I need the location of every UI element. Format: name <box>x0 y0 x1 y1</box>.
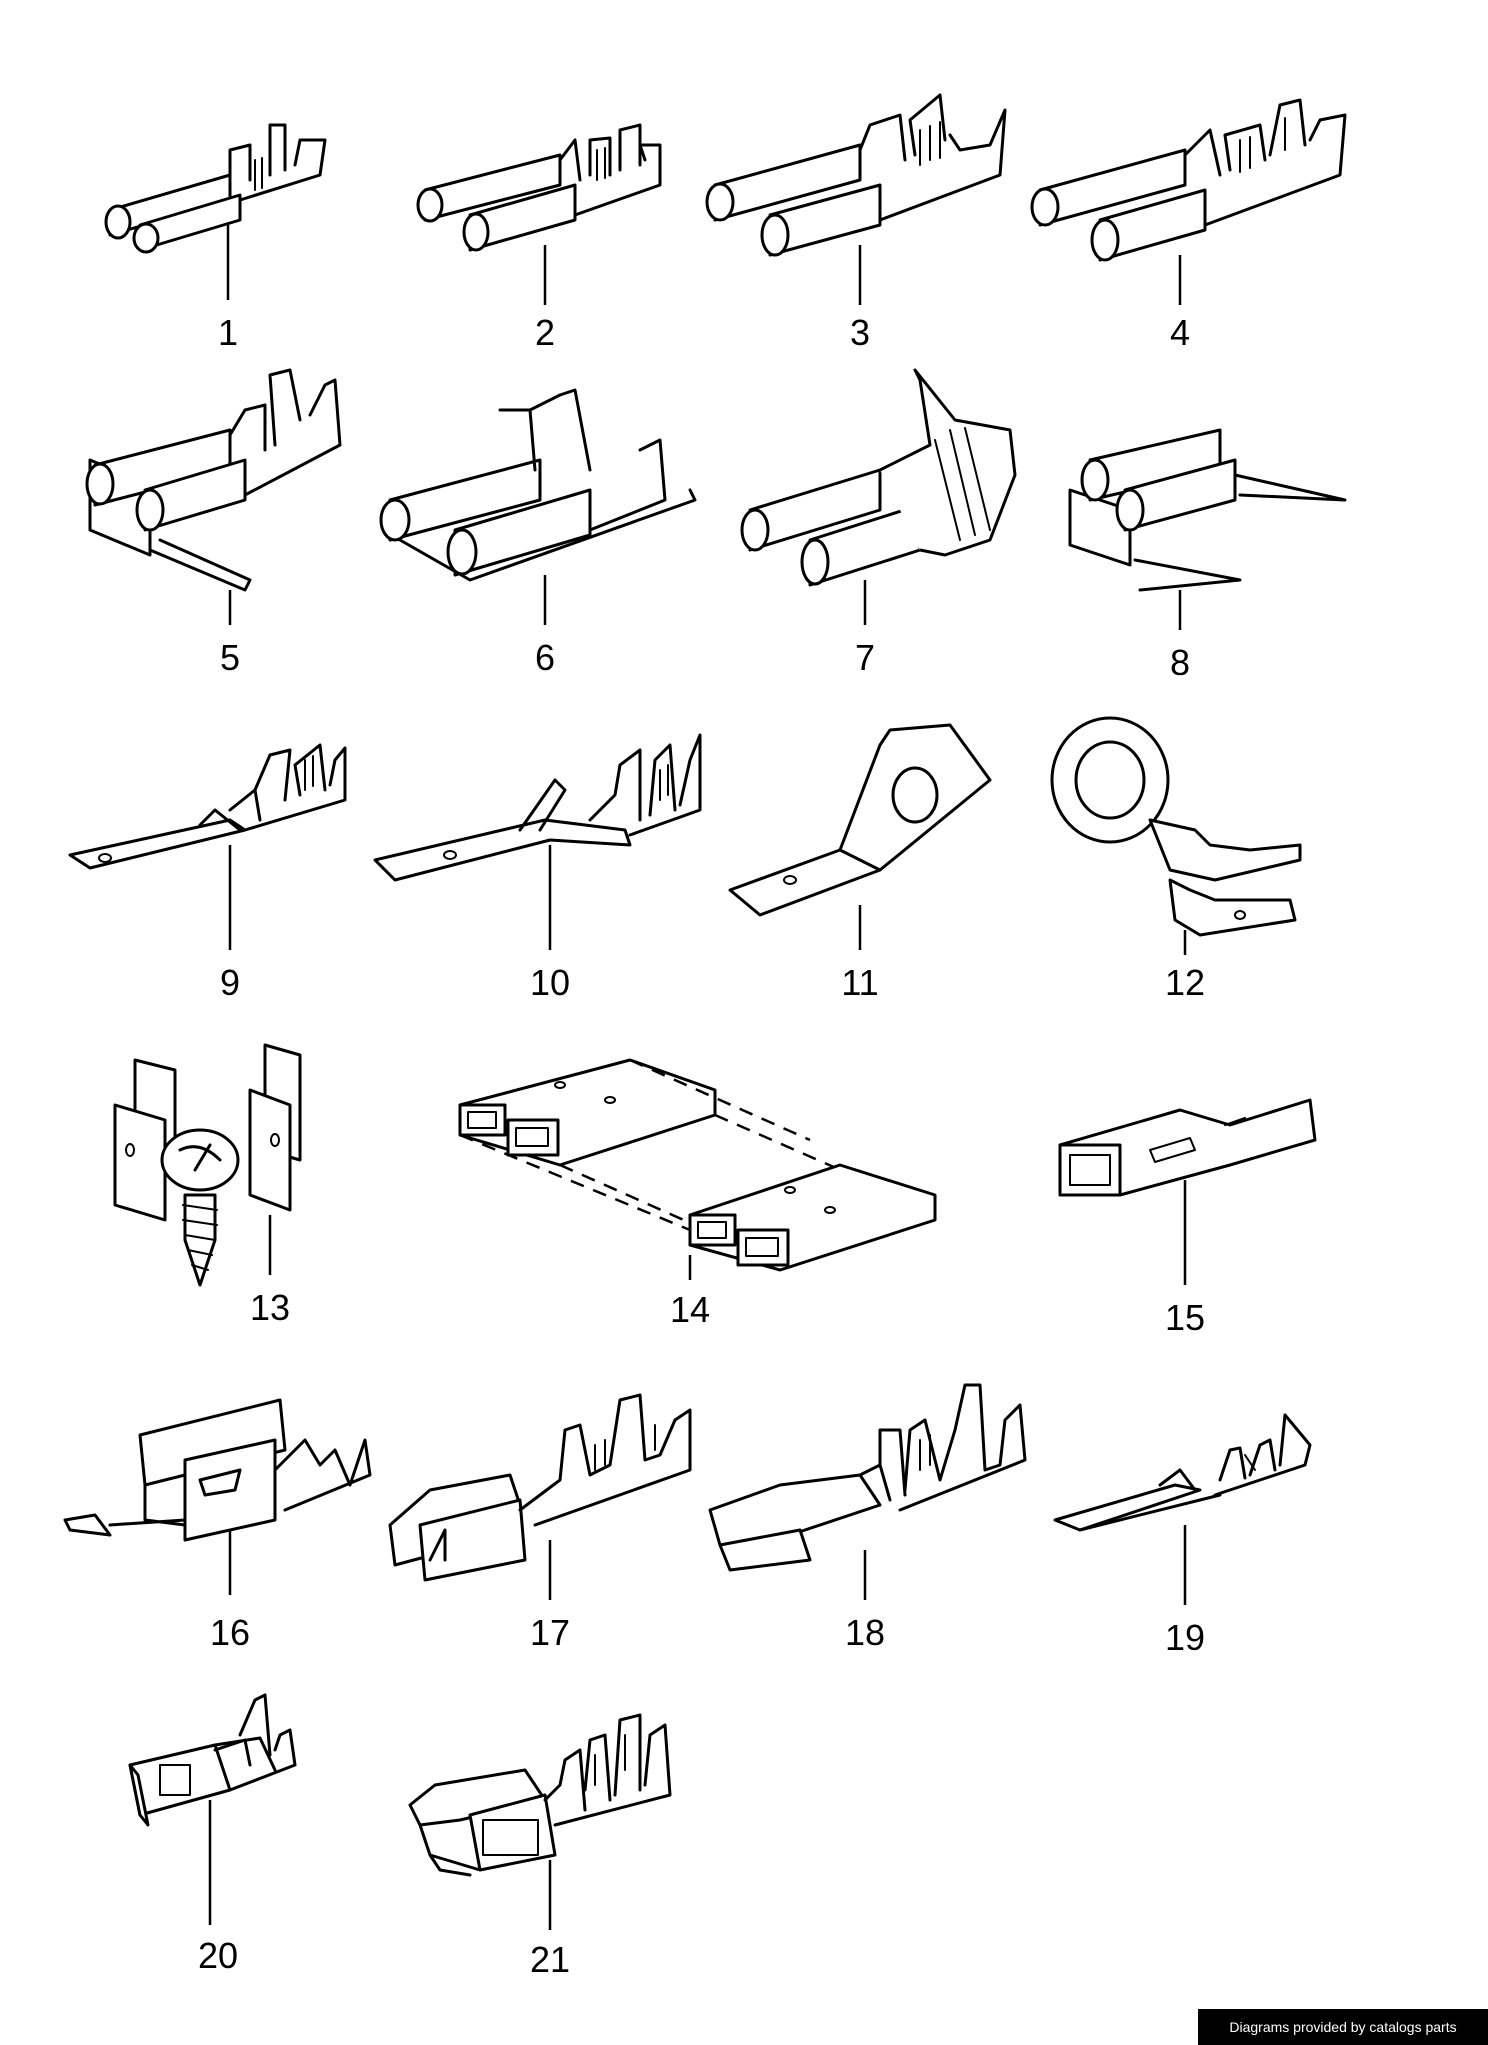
part-2-illustration <box>416 123 662 252</box>
part-9-illustration <box>68 743 347 870</box>
part-6-label: 6 <box>535 637 555 678</box>
part-11[interactable]: 11 <box>728 723 992 1003</box>
part-19[interactable]: 19 <box>1053 1413 1312 1658</box>
part-5-illustration <box>85 368 342 592</box>
part-2[interactable]: 2 <box>416 123 662 353</box>
part-4-illustration <box>1030 98 1347 262</box>
credit-banner: Diagrams provided by catalogs parts <box>1198 2009 1488 2045</box>
part-7[interactable]: 7 <box>740 368 1017 678</box>
part-21[interactable]: 21 <box>408 1713 672 1980</box>
part-19-label: 19 <box>1165 1617 1205 1658</box>
part-18-illustration <box>708 1383 1027 1572</box>
part-8-label: 8 <box>1170 642 1190 683</box>
part-14-label: 14 <box>670 1289 710 1330</box>
part-1[interactable]: 1 <box>104 123 327 353</box>
part-16-label: 16 <box>210 1612 250 1653</box>
part-17-label: 17 <box>530 1612 570 1653</box>
part-6-illustration <box>379 388 697 582</box>
part-2-label: 2 <box>535 312 555 353</box>
part-10-label: 10 <box>530 962 570 1003</box>
part-8[interactable]: 8 <box>1068 428 1347 683</box>
part-18[interactable]: 18 <box>708 1383 1027 1653</box>
part-3-illustration <box>705 93 1007 257</box>
part-21-illustration <box>408 1713 672 1877</box>
part-10-illustration <box>373 733 702 882</box>
part-8-illustration <box>1068 428 1347 592</box>
part-20[interactable]: 20 <box>128 1693 297 1976</box>
part-14[interactable]: 14 <box>458 1058 937 1330</box>
part-1-illustration <box>104 123 327 254</box>
part-11-illustration <box>728 723 992 917</box>
part-17-illustration <box>388 1393 692 1582</box>
part-21-label: 21 <box>530 1939 570 1980</box>
part-3[interactable]: 3 <box>705 93 1007 353</box>
part-16-illustration <box>63 1398 372 1542</box>
part-4-label: 4 <box>1170 312 1190 353</box>
part-12-label: 12 <box>1165 962 1205 1003</box>
part-12[interactable]: 12 <box>1050 716 1302 1003</box>
part-14-illustration <box>458 1058 937 1272</box>
part-9-label: 9 <box>220 962 240 1003</box>
part-20-label: 20 <box>198 1935 238 1976</box>
part-7-illustration <box>740 368 1017 587</box>
part-9[interactable]: 9 <box>68 743 347 1003</box>
part-15-illustration <box>1058 1098 1317 1197</box>
part-10[interactable]: 10 <box>373 733 702 1003</box>
part-4[interactable]: 4 <box>1030 98 1347 353</box>
part-3-label: 3 <box>850 312 870 353</box>
part-11-label: 11 <box>841 962 878 1003</box>
part-1-label: 1 <box>218 312 238 353</box>
part-13[interactable]: 13 <box>113 1043 302 1328</box>
part-6[interactable]: 6 <box>379 388 697 678</box>
part-16[interactable]: 16 <box>63 1398 372 1653</box>
part-5-label: 5 <box>220 637 240 678</box>
part-5[interactable]: 5 <box>85 368 342 678</box>
part-15[interactable]: 15 <box>1058 1098 1317 1338</box>
part-13-label: 13 <box>250 1287 290 1328</box>
part-19-illustration <box>1053 1413 1312 1532</box>
part-18-label: 18 <box>845 1612 885 1653</box>
part-12-illustration <box>1050 716 1302 937</box>
part-13-illustration <box>113 1043 302 1287</box>
part-7-label: 7 <box>855 637 875 678</box>
part-15-label: 15 <box>1165 1297 1205 1338</box>
part-17[interactable]: 17 <box>388 1393 692 1653</box>
part-20-illustration <box>128 1693 297 1827</box>
